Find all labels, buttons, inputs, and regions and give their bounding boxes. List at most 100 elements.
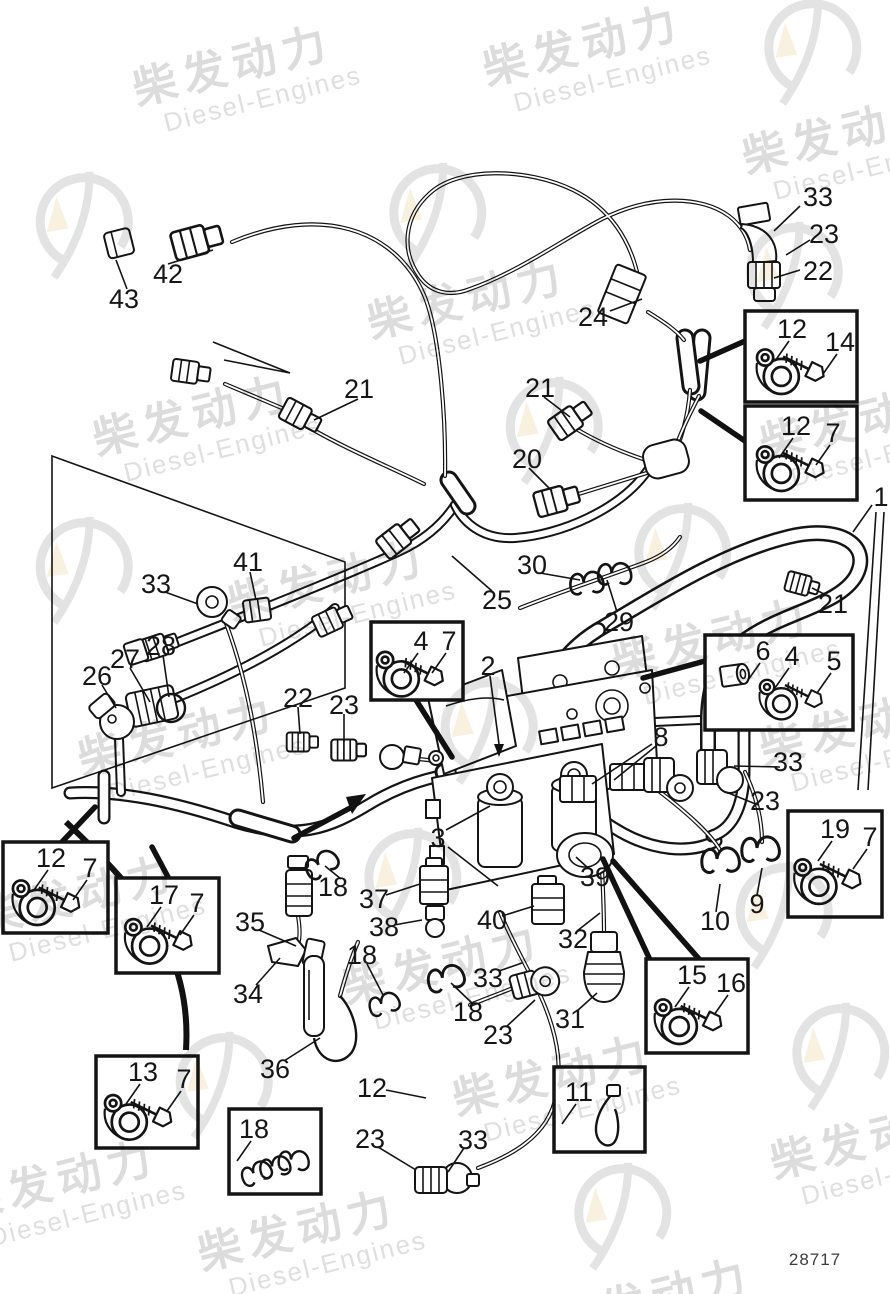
box-label-leader	[815, 444, 831, 466]
part-callout-1: 1	[873, 482, 888, 512]
box-label-leader	[817, 840, 833, 862]
part-callout-33: 33	[473, 963, 503, 993]
drawing-number: 28717	[788, 1250, 842, 1269]
box-label-leader	[125, 1083, 141, 1105]
box-part-number: 14	[825, 327, 855, 357]
part-callout-26: 26	[82, 661, 112, 691]
elbow-sensor-right-b	[696, 749, 744, 794]
box-label-leader	[745, 662, 761, 684]
box-part-number: 17	[149, 880, 179, 910]
box-pointer	[58, 804, 98, 846]
part-callout-24: 24	[578, 302, 608, 332]
part-callout-42: 42	[153, 259, 183, 289]
assembly-34-35-36	[267, 855, 358, 1063]
part-callout-34: 34	[233, 979, 263, 1009]
callout-leader	[447, 1147, 465, 1173]
detail-box: 18	[227, 1107, 323, 1196]
part-callout-22: 22	[803, 256, 833, 286]
sensor-38	[425, 905, 445, 938]
callout-leader	[733, 765, 781, 768]
callout-leader	[852, 504, 873, 533]
part-callout-38: 38	[369, 912, 399, 942]
elbow-assembly-26-27-28	[88, 684, 187, 740]
part-callout-27: 27	[110, 644, 140, 674]
part-callout-23: 23	[329, 690, 359, 720]
callout-leader	[162, 654, 170, 698]
callout-leader	[377, 1146, 417, 1171]
box-part-number: 7	[825, 418, 840, 448]
elbow-34	[267, 937, 307, 967]
callout-leader	[725, 791, 759, 806]
callout-leader	[576, 912, 601, 932]
box-label-leader	[774, 340, 790, 362]
clip-10	[699, 845, 742, 876]
box-part-number: 7	[862, 822, 877, 852]
callout-leader	[283, 1037, 321, 1062]
box-label-leader	[431, 652, 447, 674]
detail-box-frame	[552, 1065, 647, 1154]
callout-leader	[255, 957, 281, 986]
part-callout-33: 33	[773, 747, 803, 777]
pointer-wedge	[212, 341, 291, 374]
callout-leader	[450, 982, 474, 1005]
part-callout-2: 2	[480, 651, 495, 681]
callout-leader	[385, 1089, 427, 1099]
box-label-leader	[236, 1140, 252, 1162]
tube-36	[303, 955, 325, 1037]
part-callout-12: 12	[357, 1073, 387, 1103]
box-pointer	[149, 844, 171, 880]
connector-mid-left	[310, 600, 356, 639]
part-callout-30: 30	[517, 550, 547, 580]
box-part-number: 15	[677, 960, 707, 990]
part-callout-36: 36	[260, 1054, 290, 1084]
callout-leader	[539, 572, 581, 581]
direction-arrow	[291, 804, 355, 841]
box-label-leader	[816, 672, 832, 694]
box-part-number: 12	[781, 411, 811, 441]
box-label-leader	[674, 986, 690, 1008]
part-callout-9: 9	[749, 889, 764, 919]
callout-leader	[811, 587, 831, 598]
box-pointer	[600, 856, 654, 965]
connector-24	[597, 263, 647, 325]
box-part-number: 4	[413, 626, 428, 656]
part-callout-21: 21	[525, 373, 555, 403]
part-callout-18: 18	[347, 940, 377, 970]
callout-leader	[505, 999, 536, 1028]
callout-leader	[867, 511, 885, 791]
box-pointer	[698, 408, 748, 444]
nut-21-right	[782, 569, 822, 600]
part-callout-31: 31	[555, 1004, 585, 1034]
part-callout-29: 29	[604, 607, 634, 637]
connector-41	[241, 596, 273, 624]
box-part-number: 18	[239, 1114, 269, 1144]
elbow-sensor-33-mid	[508, 966, 561, 1000]
box-label-leader	[774, 667, 790, 689]
callout-leader	[575, 856, 589, 869]
part-callout-25: 25	[482, 585, 512, 615]
nut-22	[285, 731, 319, 753]
part-callout-3: 3	[430, 823, 445, 853]
callout-leader	[606, 579, 618, 613]
box-part-number: 11	[565, 1077, 593, 1107]
spacer-icon	[718, 662, 752, 688]
detail-region-outline	[51, 454, 346, 790]
part-callout-39: 39	[580, 862, 610, 892]
box-part-number: 5	[826, 646, 841, 676]
callout-leader	[249, 571, 257, 601]
callout-leader	[297, 706, 301, 735]
connector-upper-left	[169, 357, 213, 387]
part-callout-8: 8	[653, 722, 668, 752]
sensor-31-32	[583, 931, 625, 1003]
callout-leader	[773, 205, 801, 232]
callout-leader	[609, 298, 643, 312]
elbow-fitting-22-23-33	[736, 201, 781, 302]
callout-leader	[785, 239, 811, 256]
box-pointer	[697, 338, 748, 364]
